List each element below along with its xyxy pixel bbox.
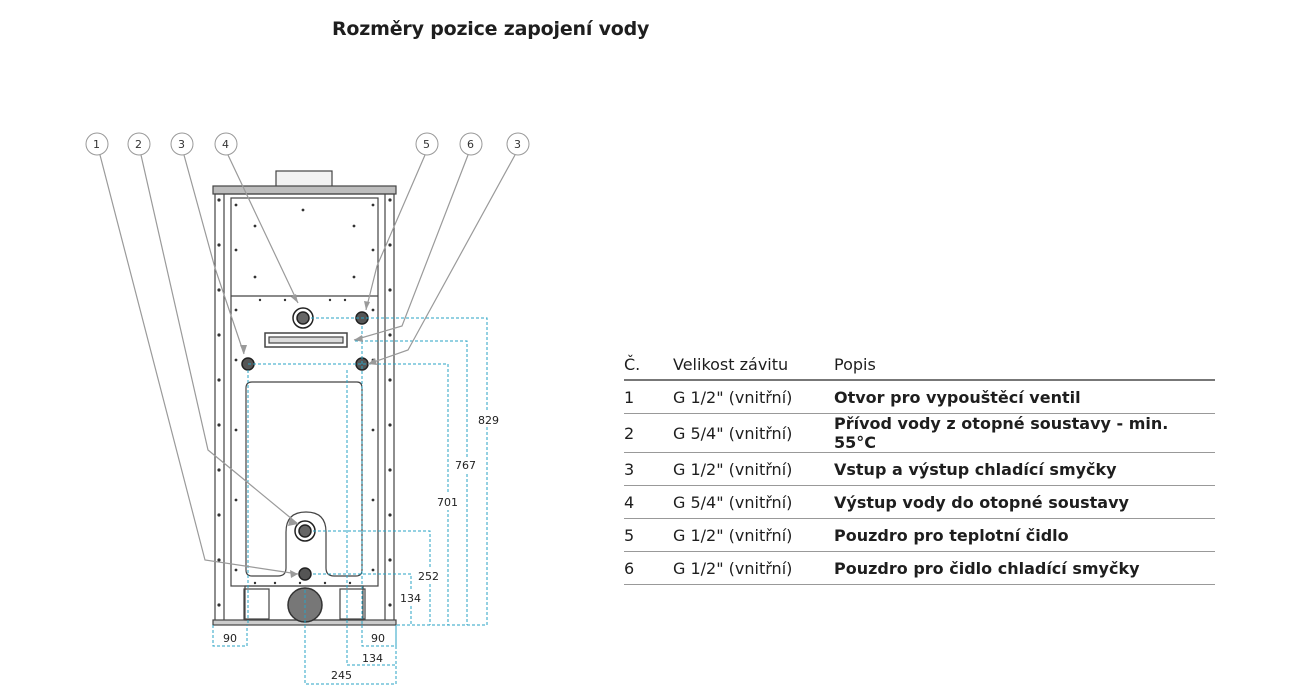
- dim-90-left: 90: [223, 632, 237, 645]
- row-description: Otvor pro vypouštěcí ventil: [834, 380, 1215, 414]
- dim-829: 829: [478, 414, 499, 427]
- callout-5: 5: [423, 138, 430, 151]
- row-number: 6: [624, 551, 673, 585]
- row-description: Pouzdro pro čidlo chladící smyčky: [834, 551, 1215, 585]
- dim-767: 767: [455, 459, 476, 472]
- table-row: 1 G 1/2" (vnitřní) Otvor pro vypouštěcí …: [624, 380, 1215, 414]
- row-number: 4: [624, 485, 673, 519]
- callout-2: 2: [135, 138, 142, 151]
- row-thread: G 1/2" (vnitřní): [673, 518, 834, 552]
- row-description: Pouzdro pro teplotní čidlo: [834, 518, 1215, 552]
- dimension-labels: 829 767 701 252 134 90 90 134 245: [223, 411, 500, 682]
- stove-rear-diagram: 829 767 701 252 134 90 90 134 245 1: [85, 132, 530, 685]
- callout-4: 4: [222, 138, 229, 151]
- table-row: 6 G 1/2" (vnitřní) Pouzdro pro čidlo chl…: [624, 551, 1215, 585]
- dim-90-right: 90: [371, 632, 385, 645]
- dim-245: 245: [331, 669, 352, 682]
- connection-1-drain: [298, 567, 312, 581]
- row-number: 5: [624, 518, 673, 552]
- row-description: Vstup a výstup chladící smyčky: [834, 452, 1215, 486]
- row-number: 2: [624, 413, 673, 453]
- table-row: 3 G 1/2" (vnitřní) Vstup a výstup chladí…: [624, 452, 1215, 486]
- row-thread: G 1/2" (vnitřní): [673, 380, 834, 414]
- callout-1: 1: [93, 138, 100, 151]
- callout-markers: 1 2 3 4 5 6 3: [85, 132, 530, 156]
- row-description: Přívod vody z otopné soustavy - min. 55°…: [834, 413, 1215, 453]
- leader-arrows: [240, 294, 377, 578]
- callout-3-right: 3: [514, 138, 521, 151]
- header-number: Č.: [624, 350, 673, 381]
- row-thread: G 1/2" (vnitřní): [673, 452, 834, 486]
- table-row: 2 G 5/4" (vnitřní) Přívod vody z otopné …: [624, 413, 1215, 453]
- page-title: Rozměry pozice zapojení vody: [332, 18, 650, 40]
- dim-701: 701: [437, 496, 458, 509]
- row-thread: G 5/4" (vnitřní): [673, 413, 834, 453]
- row-description: Výstup vody do otopné soustavy: [834, 485, 1215, 519]
- leader-lines: [99, 154, 516, 575]
- table-row: 4 G 5/4" (vnitřní) Výstup vody do otopné…: [624, 485, 1215, 519]
- dim-252: 252: [418, 570, 439, 583]
- table-header-row: Č. Velikost závitu Popis: [624, 350, 1215, 381]
- row-number: 3: [624, 452, 673, 486]
- dim-134-bottom: 134: [362, 652, 383, 665]
- row-number: 1: [624, 380, 673, 414]
- stove-body: [212, 170, 397, 626]
- callout-3-left: 3: [178, 138, 185, 151]
- dim-134-right: 134: [400, 592, 421, 605]
- row-thread: G 5/4" (vnitřní): [673, 485, 834, 519]
- connection-spec-table: Č. Velikost závitu Popis 1 G 1/2" (vnitř…: [624, 350, 1215, 585]
- table-row: 5 G 1/2" (vnitřní) Pouzdro pro teplotní …: [624, 518, 1215, 552]
- rivet-dots: [217, 198, 392, 607]
- header-thread-size: Velikost závitu: [673, 350, 834, 381]
- dimension-lines: [212, 317, 488, 685]
- water-connections: [241, 307, 369, 623]
- callout-6: 6: [467, 138, 474, 151]
- header-description: Popis: [834, 350, 1215, 381]
- row-thread: G 1/2" (vnitřní): [673, 551, 834, 585]
